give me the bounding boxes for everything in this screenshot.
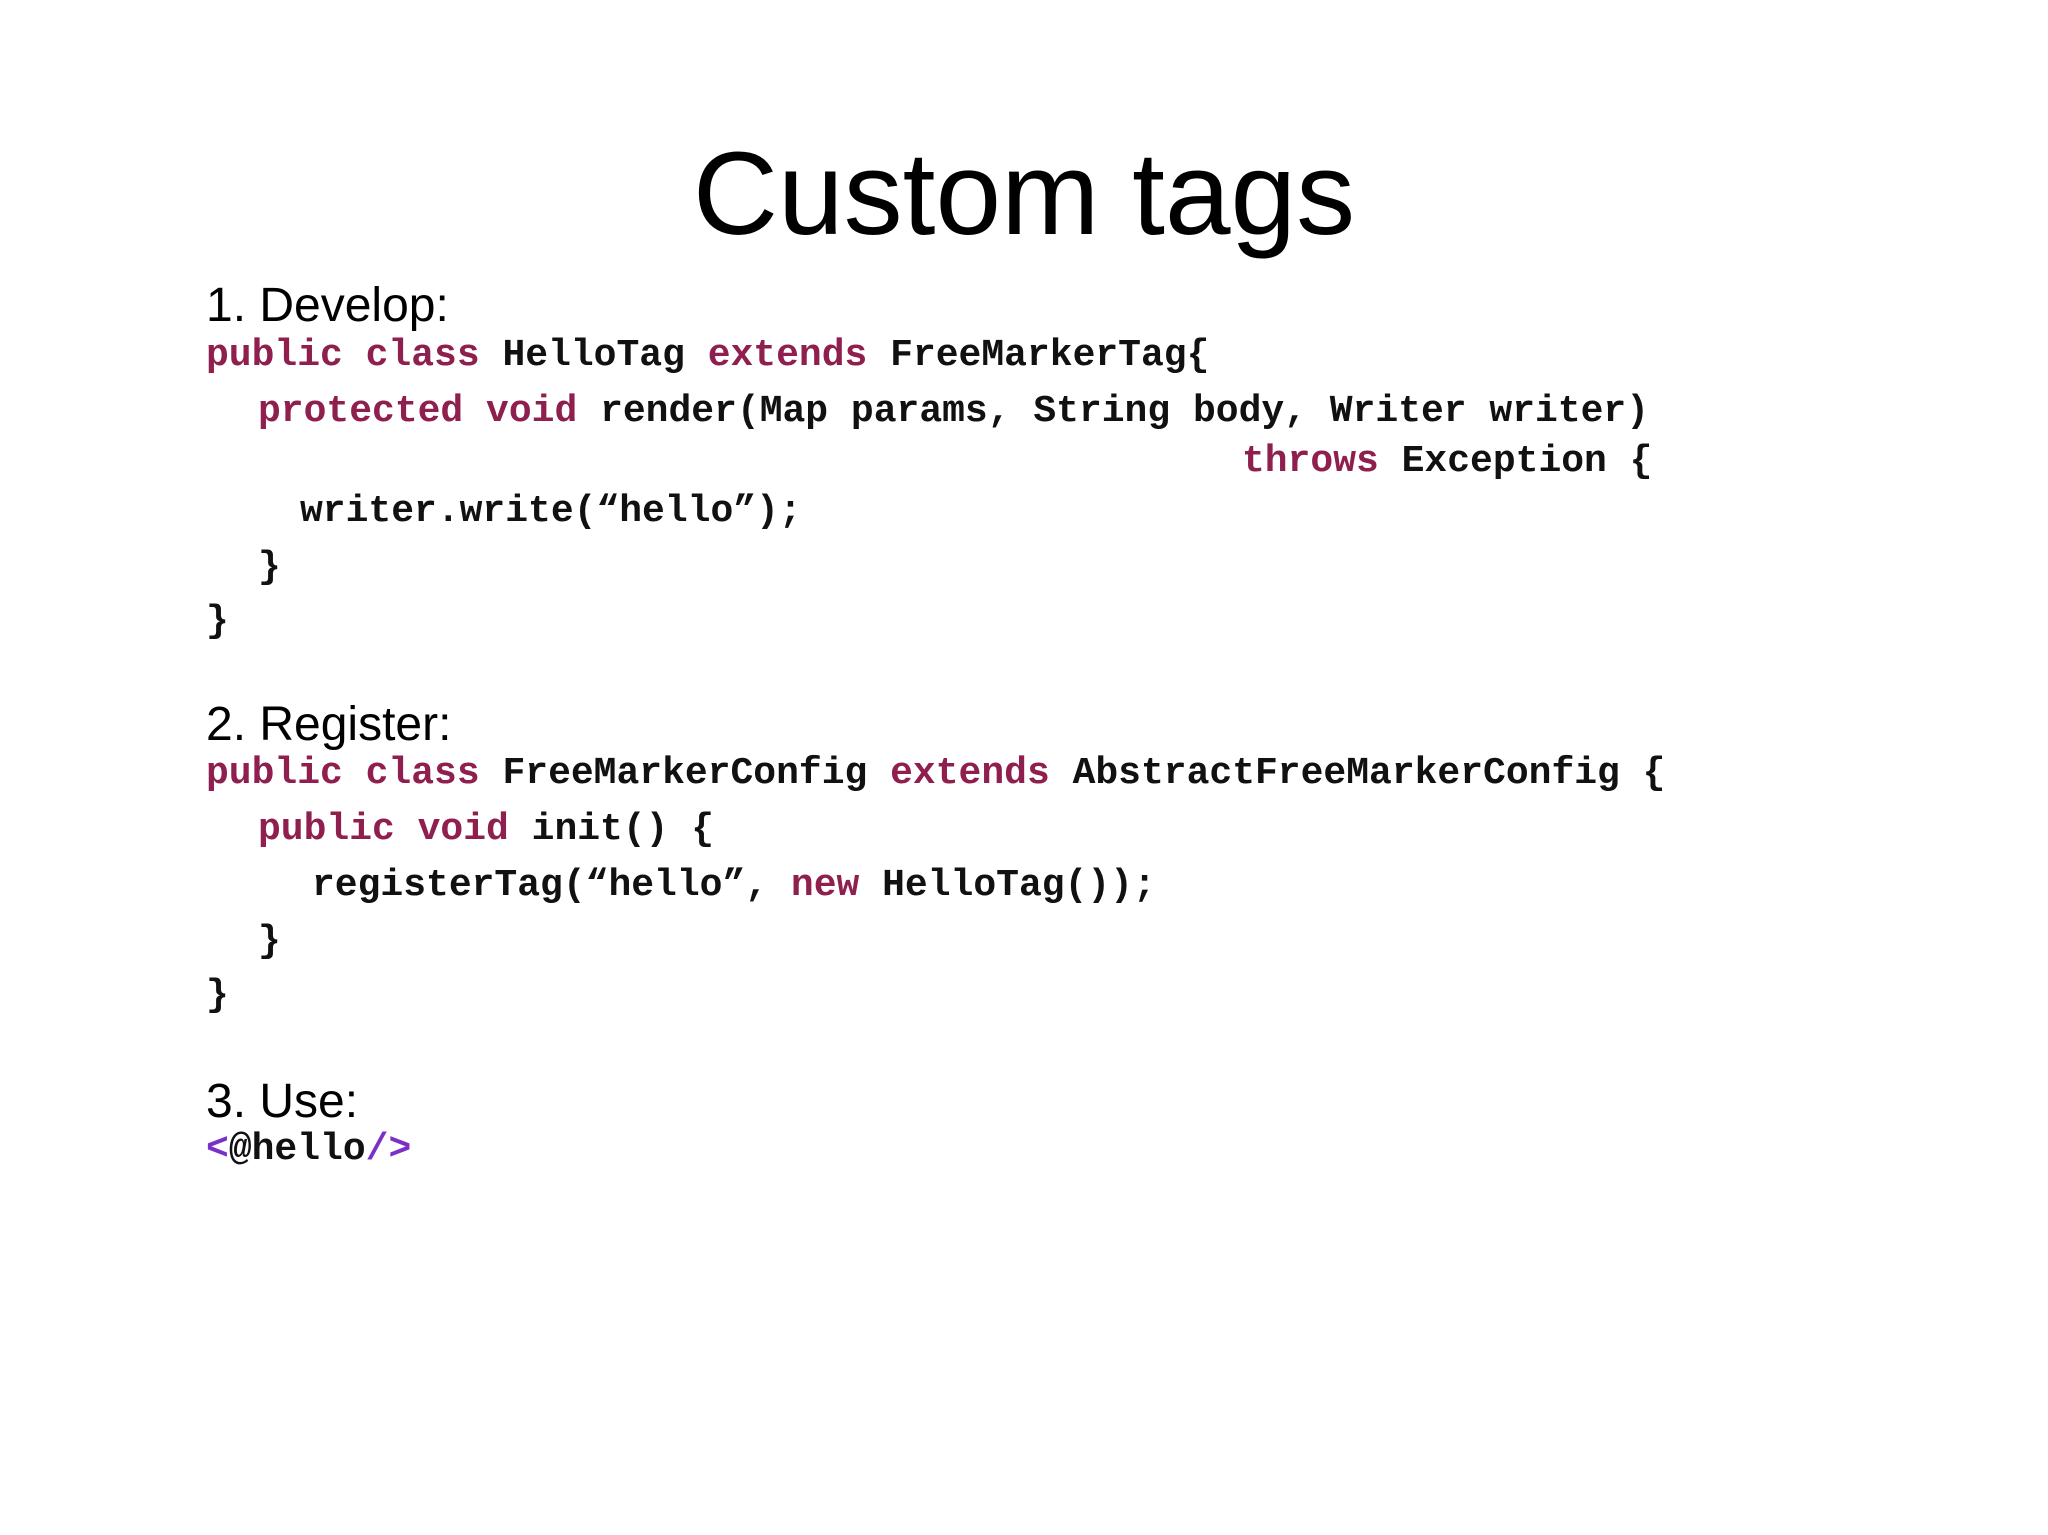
- code-keyword: public class: [206, 334, 480, 377]
- slide-title: Custom tags: [692, 128, 1356, 260]
- code-keyword: public void: [258, 808, 509, 851]
- code-text: writer.write(“hello”);: [300, 490, 802, 533]
- code-line-init-signature: public void init() {: [258, 806, 714, 854]
- code-keyword: extends: [890, 752, 1050, 795]
- code-text: HelloTag: [479, 334, 708, 377]
- code-line-method-close: }: [258, 544, 281, 592]
- tag-name: @hello: [228, 1128, 366, 1171]
- code-keyword: throws: [1242, 440, 1379, 483]
- code-keyword: protected void: [258, 390, 578, 433]
- code-keyword: public class: [206, 752, 480, 795]
- code-text: AbstractFreeMarkerConfig {: [1049, 752, 1666, 795]
- code-text: HelloTag());: [859, 864, 1156, 907]
- code-text: }: [258, 546, 281, 589]
- step-use-heading: 3. Use:: [206, 1075, 359, 1128]
- code-line-hello-tag: <@hello/>: [206, 1126, 411, 1174]
- step-develop-heading: 1. Develop:: [206, 279, 449, 332]
- code-text: }: [206, 600, 229, 643]
- code-text: }: [258, 920, 281, 963]
- code-text: }: [206, 974, 229, 1017]
- tag-close-bracket: />: [365, 1128, 412, 1171]
- code-line-config-declaration: public class FreeMarkerConfig extends Ab…: [206, 750, 1665, 798]
- code-keyword: extends: [707, 334, 868, 377]
- code-line-init-close: }: [258, 918, 281, 966]
- code-text: FreeMarkerConfig: [479, 752, 891, 795]
- tag-open-bracket: <: [206, 1128, 229, 1171]
- code-line-render-signature: protected void render(Map params, String…: [258, 388, 1649, 436]
- code-line-throws: throws Exception {: [1242, 438, 1652, 486]
- code-text: Exception {: [1378, 440, 1653, 483]
- code-text: FreeMarkerTag{: [867, 334, 1210, 377]
- code-text: registerTag(“hello”,: [312, 864, 791, 907]
- code-line-register-tag: registerTag(“hello”, new HelloTag());: [312, 862, 1156, 910]
- code-text: render(Map params, String body, Writer w…: [577, 390, 1650, 433]
- code-line-writer-write: writer.write(“hello”);: [300, 488, 802, 536]
- code-line-class-close: }: [206, 598, 229, 646]
- code-line-class-declaration: public class HelloTag extends FreeMarker…: [206, 332, 1209, 380]
- code-text: init() {: [508, 808, 715, 851]
- code-line-config-close: }: [206, 972, 229, 1020]
- step-register-heading: 2. Register:: [206, 698, 452, 751]
- code-keyword: new: [790, 864, 860, 907]
